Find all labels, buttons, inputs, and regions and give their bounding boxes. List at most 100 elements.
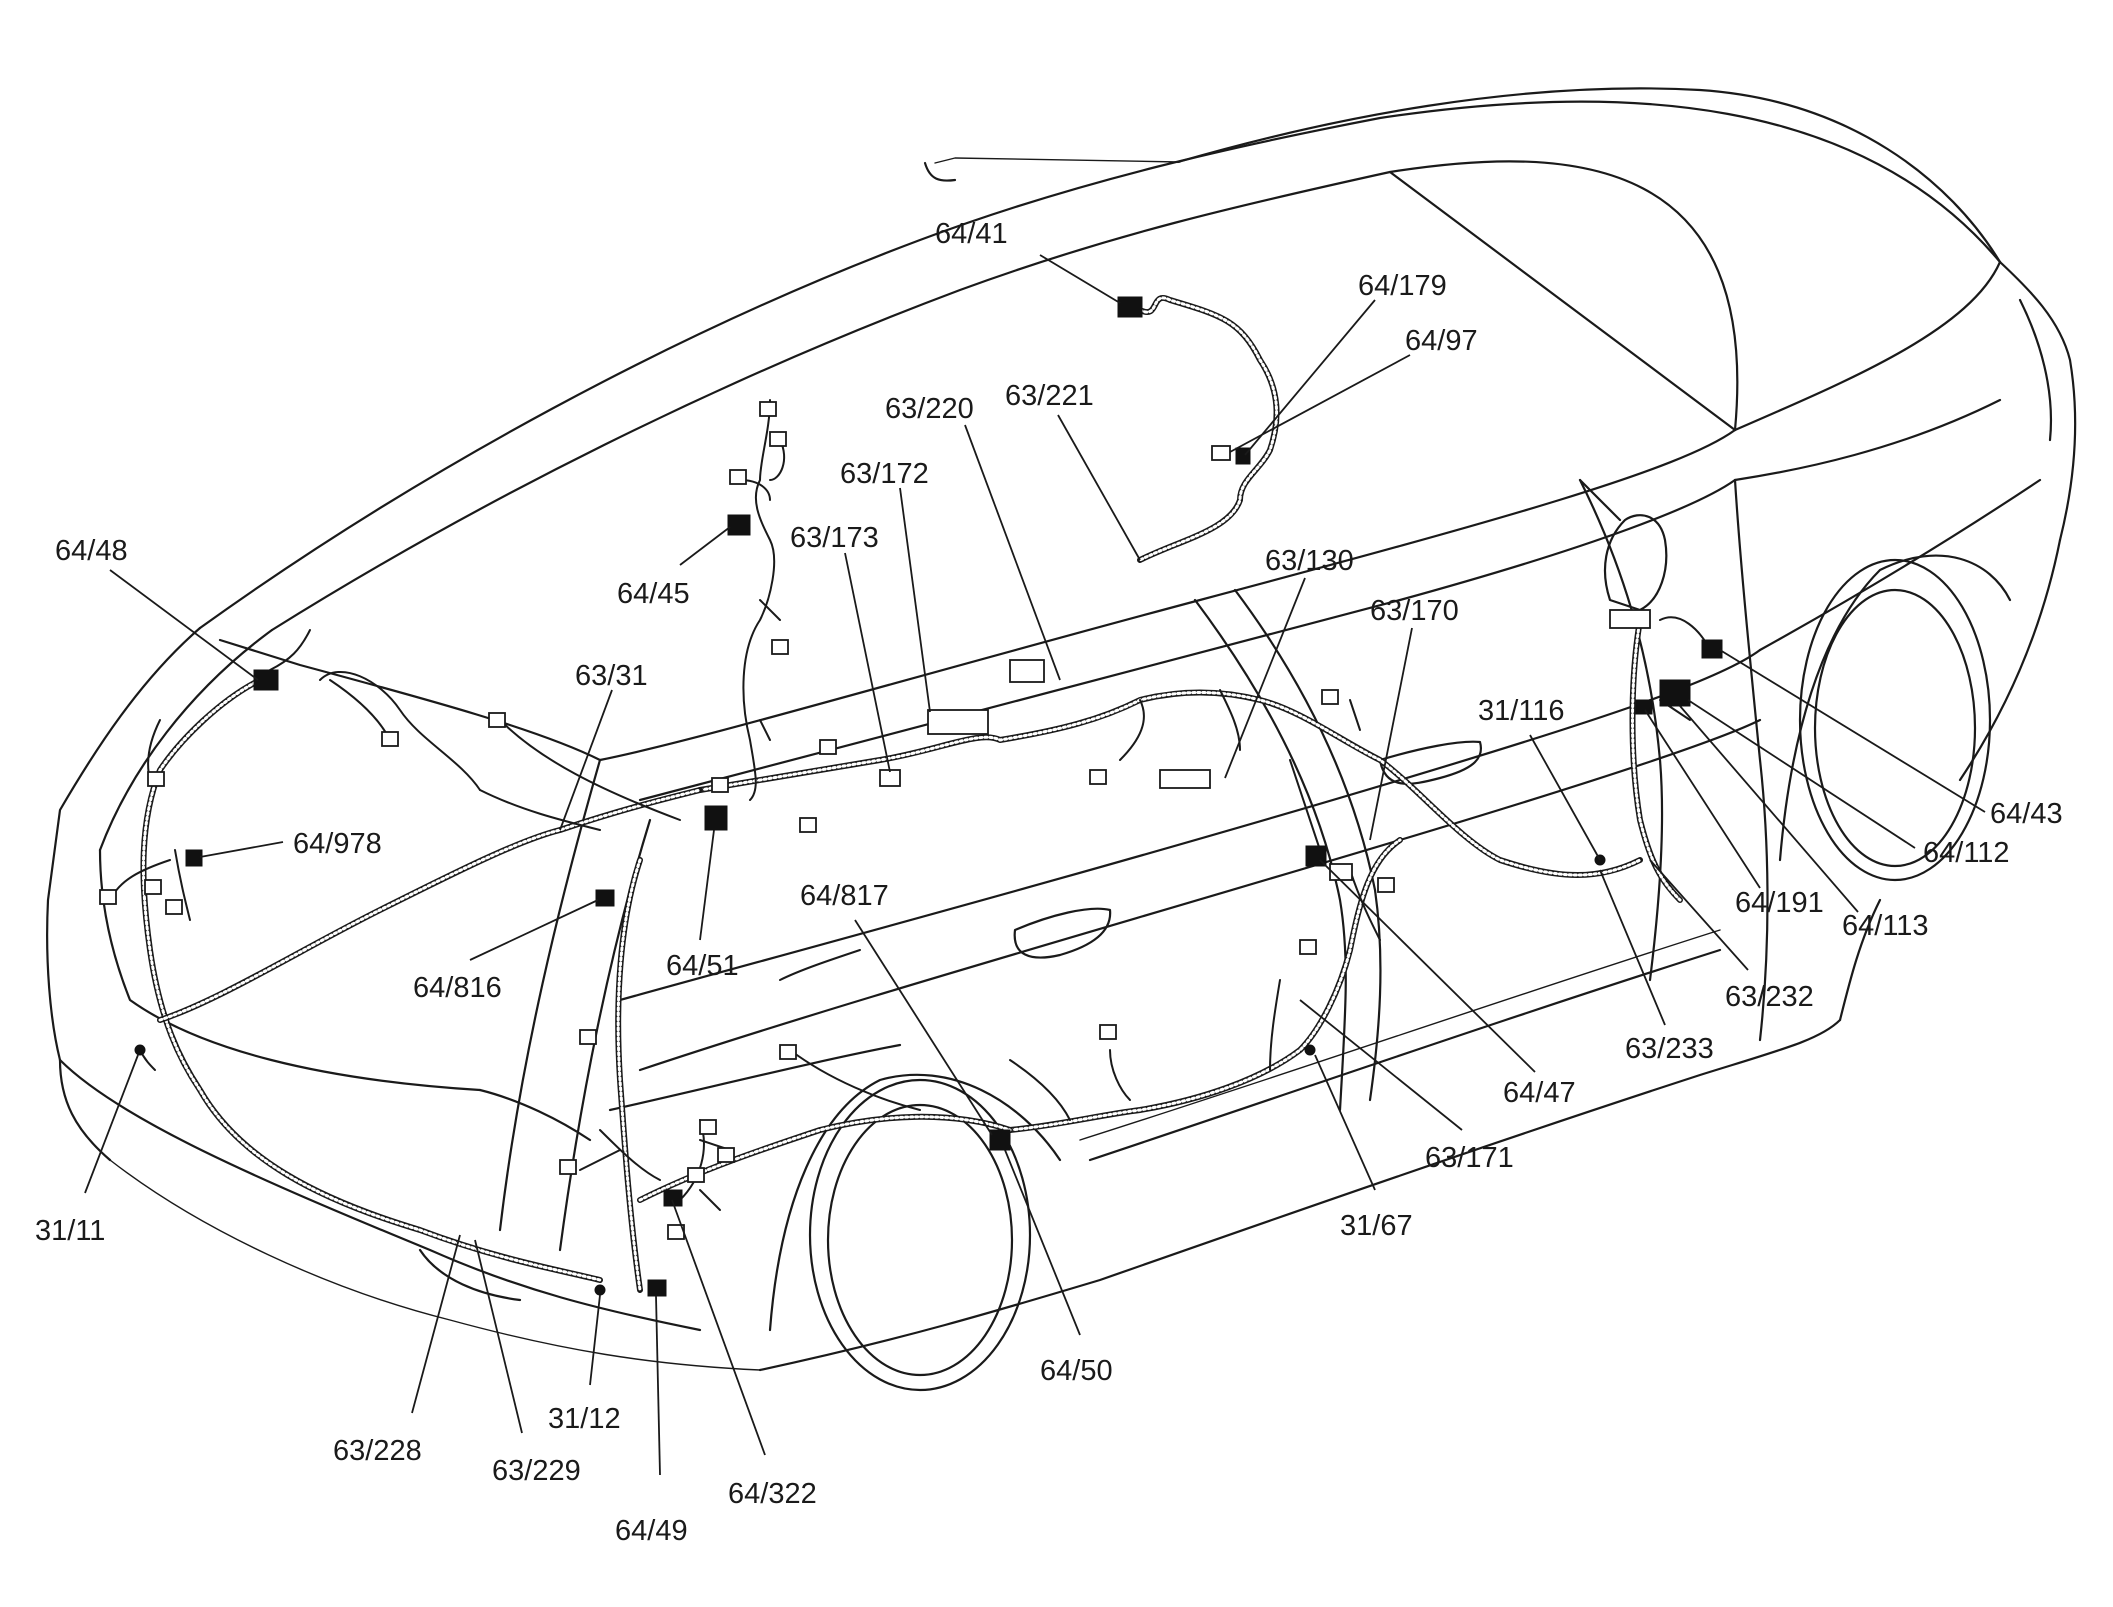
- leader-63-221: [1057, 414, 1141, 561]
- connectors: [99, 296, 1723, 1297]
- connector-b-pillar-3: [1299, 939, 1317, 955]
- connector-tailgate-1: [381, 731, 399, 747]
- callout-63-130: 63/130: [1265, 545, 1354, 577]
- callout-31-12: 31/12: [548, 1403, 621, 1435]
- callout-64-322: 64/322: [728, 1478, 817, 1510]
- connector-64-816: [595, 889, 615, 907]
- connector-c-pillar-3: [819, 739, 837, 755]
- leader-64-112: [1687, 699, 1916, 849]
- leader-64-45: [679, 526, 731, 566]
- callout-64-51: 64/51: [666, 950, 739, 982]
- connector-rear-5: [687, 1167, 705, 1183]
- callout-64-817: 64/817: [800, 880, 889, 912]
- leader-63-229: [474, 1239, 523, 1434]
- leader-63-31: [559, 689, 613, 831]
- connector-tailgate-2: [488, 712, 506, 728]
- connector-c-pillar-2: [799, 817, 817, 833]
- connector-rocker-2: [779, 1044, 797, 1060]
- ground-point-31-12: [594, 1284, 606, 1296]
- callout-64-48: 64/48: [55, 535, 128, 567]
- connector-rear-2: [559, 1159, 577, 1175]
- callout-64-112: 64/112: [1923, 837, 2010, 869]
- callout-64-978: 64/978: [293, 828, 382, 860]
- leader-64-43: [1719, 649, 1986, 813]
- wiring-harness: [140, 295, 1683, 1293]
- connector-64-49: [647, 1279, 667, 1297]
- ground-point-31-67: [1304, 1044, 1316, 1056]
- connector-64-50: [989, 1129, 1011, 1151]
- callout-63-171: 63/171: [1425, 1142, 1514, 1174]
- callout-31-67: 31/67: [1340, 1210, 1413, 1242]
- connector-cargo-3: [144, 879, 162, 895]
- connector-64-48: [253, 669, 279, 691]
- leader-31-116: [1529, 734, 1601, 861]
- callout-31-11: 31/11: [35, 1215, 105, 1247]
- connector-roof-2: [769, 431, 787, 447]
- connector-mid-3: [1089, 769, 1107, 785]
- connector-rear-3: [699, 1119, 717, 1135]
- leader-64-191: [1644, 709, 1761, 889]
- callout-64-50: 64/50: [1040, 1355, 1113, 1387]
- connector-rocker-1: [1099, 1024, 1117, 1040]
- leader-64-47: [1319, 859, 1536, 1073]
- leader-64-179: [1244, 299, 1376, 456]
- callout-63-31: 63/31: [575, 660, 648, 692]
- connector-cargo-1: [147, 771, 165, 787]
- connector-c-pillar-1: [711, 777, 729, 793]
- callout-63-220: 63/220: [885, 393, 974, 425]
- callout-64-113: 64/113: [1842, 910, 1929, 942]
- leader-63-130: [1224, 577, 1306, 779]
- connector-b-pillar-2: [1377, 877, 1395, 893]
- callout-63-172: 63/172: [840, 458, 929, 490]
- connector-64-51: [704, 805, 728, 831]
- leader-63-170: [1369, 627, 1413, 841]
- connector-64-112: [1659, 679, 1691, 707]
- leader-64-322: [671, 1199, 766, 1456]
- connector-64-97: [1211, 445, 1231, 461]
- callout-labels: 64/41 64/179 64/97 63/220 63/221 63/172 …: [35, 218, 2063, 1547]
- leader-64-97: [1229, 354, 1411, 453]
- leader-63-220: [964, 424, 1061, 681]
- leader-64-48: [109, 569, 259, 681]
- callout-64-45: 64/45: [617, 578, 690, 610]
- connector-cargo-4: [165, 899, 183, 915]
- connector-rear-1: [579, 1029, 597, 1045]
- connector-roof-1: [759, 401, 777, 417]
- callout-63-229: 63/229: [492, 1455, 581, 1487]
- connector-roof-3: [729, 469, 747, 485]
- callout-64-47: 64/47: [1503, 1077, 1576, 1109]
- callout-63-232: 63/232: [1725, 981, 1814, 1013]
- ground-point-31-11: [134, 1044, 146, 1056]
- leader-31-11: [84, 1054, 139, 1194]
- callout-63-221: 63/221: [1005, 380, 1094, 412]
- leader-63-228: [411, 1234, 461, 1414]
- connector-mid-4: [1321, 689, 1339, 705]
- connector-cargo-2: [99, 889, 117, 905]
- leader-64-51: [699, 829, 715, 941]
- connector-63-173-sleeve: [879, 769, 901, 787]
- connector-64-43: [1701, 639, 1723, 659]
- callout-31-116: 31/116: [1478, 695, 1565, 727]
- connector-mirror-block: [1609, 609, 1651, 629]
- callout-63-170: 63/170: [1370, 595, 1459, 627]
- connector-63-172-block: [927, 709, 989, 735]
- leader-31-12: [589, 1294, 601, 1386]
- leader-63-172: [899, 487, 931, 713]
- car-body-outline: [46, 87, 2077, 1392]
- callout-63-228: 63/228: [333, 1435, 422, 1467]
- leader-64-978: [199, 841, 284, 858]
- connector-mid-2: [1159, 769, 1211, 789]
- leader-63-173: [844, 552, 891, 773]
- callout-63-233: 63/233: [1625, 1033, 1714, 1065]
- leader-31-67: [1314, 1054, 1376, 1191]
- connector-64-978: [185, 849, 203, 867]
- leader-64-817: [854, 919, 993, 1136]
- connector-64-322: [663, 1189, 683, 1207]
- callout-64-179: 64/179: [1358, 270, 1447, 302]
- connector-64-45: [727, 514, 751, 536]
- connector-64-191: [1635, 699, 1653, 715]
- leader-63-233: [1599, 869, 1666, 1026]
- leader-64-113: [1679, 705, 1859, 913]
- leader-lines: [84, 254, 1986, 1476]
